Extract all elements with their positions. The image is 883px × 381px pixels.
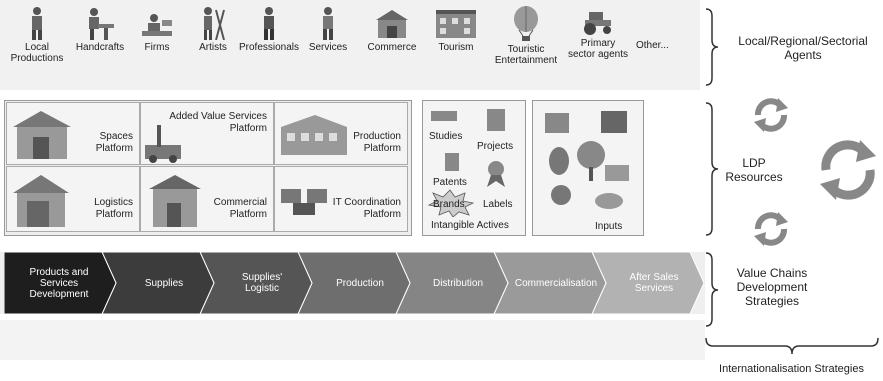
- tractor-icon: [584, 12, 611, 35]
- agent-artists: Artists: [193, 6, 233, 53]
- internationalisation-label: Internationalisation Strategies: [719, 363, 864, 375]
- agent-label: Artists: [199, 42, 227, 53]
- agent-label: Services: [308, 42, 348, 53]
- intangible-patents: Patents: [433, 177, 467, 188]
- value-chains-bracket: [705, 252, 719, 327]
- barn-icon: [13, 111, 71, 159]
- factory-building-icon: [281, 115, 347, 155]
- agent-professionals: Professionals: [236, 6, 302, 53]
- agent-other: Other...: [636, 40, 686, 51]
- agent-commerce: Commerce: [362, 6, 422, 53]
- intangible-labels: Labels: [483, 199, 513, 210]
- inputs-title: Inputs: [595, 221, 623, 232]
- ldp-label-text: LDP Resources: [725, 156, 783, 184]
- inputs-panel: Inputs: [532, 100, 644, 236]
- agent-label: Professionals: [238, 42, 300, 53]
- agent-label: Touristic Entertainment: [494, 44, 558, 66]
- intangible-studies: Studies: [429, 131, 463, 142]
- computers-icon: [281, 189, 327, 215]
- intangible-actives-panel: Studies Projects Patents Labels Brands I…: [422, 100, 526, 236]
- store-building-icon: [149, 175, 201, 227]
- platform-label: IT Coordination Platform: [332, 197, 401, 220]
- professional-icon: [264, 7, 274, 40]
- value-chain-step-label: Production: [336, 277, 384, 289]
- platform-label: Commercial Platform: [213, 197, 267, 220]
- value-chain-step-label: Commercialisation: [514, 277, 598, 289]
- platform-label: Production Platform: [353, 131, 401, 154]
- platform-production: Production Platform: [274, 102, 408, 165]
- agent-label: Tourism: [438, 42, 474, 53]
- agent-primary-sector: Primary sector agents: [566, 6, 630, 60]
- agent-local-productions: Local Productions: [8, 6, 66, 64]
- inputs-icon: [545, 111, 629, 209]
- agents-label-text: Local/Regional/Sectorial Agents: [738, 34, 868, 62]
- ribbon-icon: [487, 161, 505, 187]
- platform-label: Added Value Services Platform: [169, 111, 267, 134]
- cycle-arrows-icon: [754, 98, 788, 132]
- machinery-icon: [145, 125, 181, 163]
- agent-tourism: Tourism: [426, 6, 486, 53]
- intangible-brands: Brands: [433, 199, 465, 210]
- hotel-icon: [436, 10, 476, 38]
- starburst-icon: [427, 189, 475, 217]
- craftsman-icon: [89, 8, 114, 40]
- paper-icon: [445, 153, 459, 171]
- intangible-projects: Projects: [477, 141, 514, 152]
- ldp-resources-label: LDP Resources: [722, 156, 786, 184]
- warehouse-icon: [13, 175, 69, 227]
- agent-label: Firms: [144, 42, 170, 53]
- large-cycle-arrows-icon: [820, 140, 876, 200]
- shop-icon: [376, 10, 408, 38]
- painter-icon: [204, 7, 225, 40]
- platform-added-value-services: Added Value Services Platform: [140, 102, 274, 165]
- agent-label: Handcrafts: [75, 42, 125, 53]
- agent-services: Services: [308, 6, 348, 53]
- agent-label: Primary sector agents: [567, 38, 629, 60]
- platform-label: Logistics Platform: [94, 197, 133, 220]
- value-chain-step-label: Supplies' Logistic: [241, 272, 283, 294]
- agent-label: Other...: [636, 40, 669, 51]
- document-icon: [487, 109, 505, 131]
- balloon-icon: [514, 6, 538, 41]
- agent-label: Commerce: [367, 42, 417, 53]
- internationalisation-band: [0, 320, 705, 360]
- agent-handcrafts: Handcrafts: [70, 6, 130, 53]
- worker-icon: [32, 7, 42, 40]
- value-chains-label-text: Value Chains Development Strategies: [736, 266, 808, 308]
- intangible-actives-title: Intangible Actives: [431, 220, 509, 231]
- value-chain-step-label: Products and Services Development: [29, 266, 89, 300]
- value-chains-label: Value Chains Development Strategies: [722, 266, 822, 308]
- agents-band: [0, 0, 700, 90]
- agent-touristic-entertainment: Touristic Entertainment: [490, 6, 562, 66]
- value-chain-step-label: Distribution: [432, 277, 484, 289]
- ldp-bracket: [705, 102, 719, 236]
- value-chain-step-label: After Sales Services: [629, 272, 679, 294]
- platform-it-coordination: IT Coordination Platform: [274, 166, 408, 232]
- platform-spaces: Spaces Platform: [6, 102, 140, 165]
- internationalisation-bracket: [705, 337, 879, 355]
- agent-label: Local Productions: [10, 42, 64, 64]
- service-person-icon: [323, 7, 333, 40]
- book-icon: [431, 111, 457, 121]
- agents-bracket: [705, 8, 719, 86]
- value-chain-step: [4, 252, 117, 314]
- value-chain-step-label: Supplies: [144, 277, 184, 289]
- platform-commercial: Commercial Platform: [140, 166, 274, 232]
- platform-logistics: Logistics Platform: [6, 166, 140, 232]
- cycle-arrows-icon: [754, 212, 788, 246]
- platform-label: Spaces Platform: [95, 131, 133, 154]
- agent-firms: Firms: [137, 6, 177, 53]
- factory-worker-icon: [142, 14, 172, 36]
- value-chain-arrows: [4, 252, 704, 314]
- agents-label: Local/Regional/Sectorial Agents: [724, 34, 882, 62]
